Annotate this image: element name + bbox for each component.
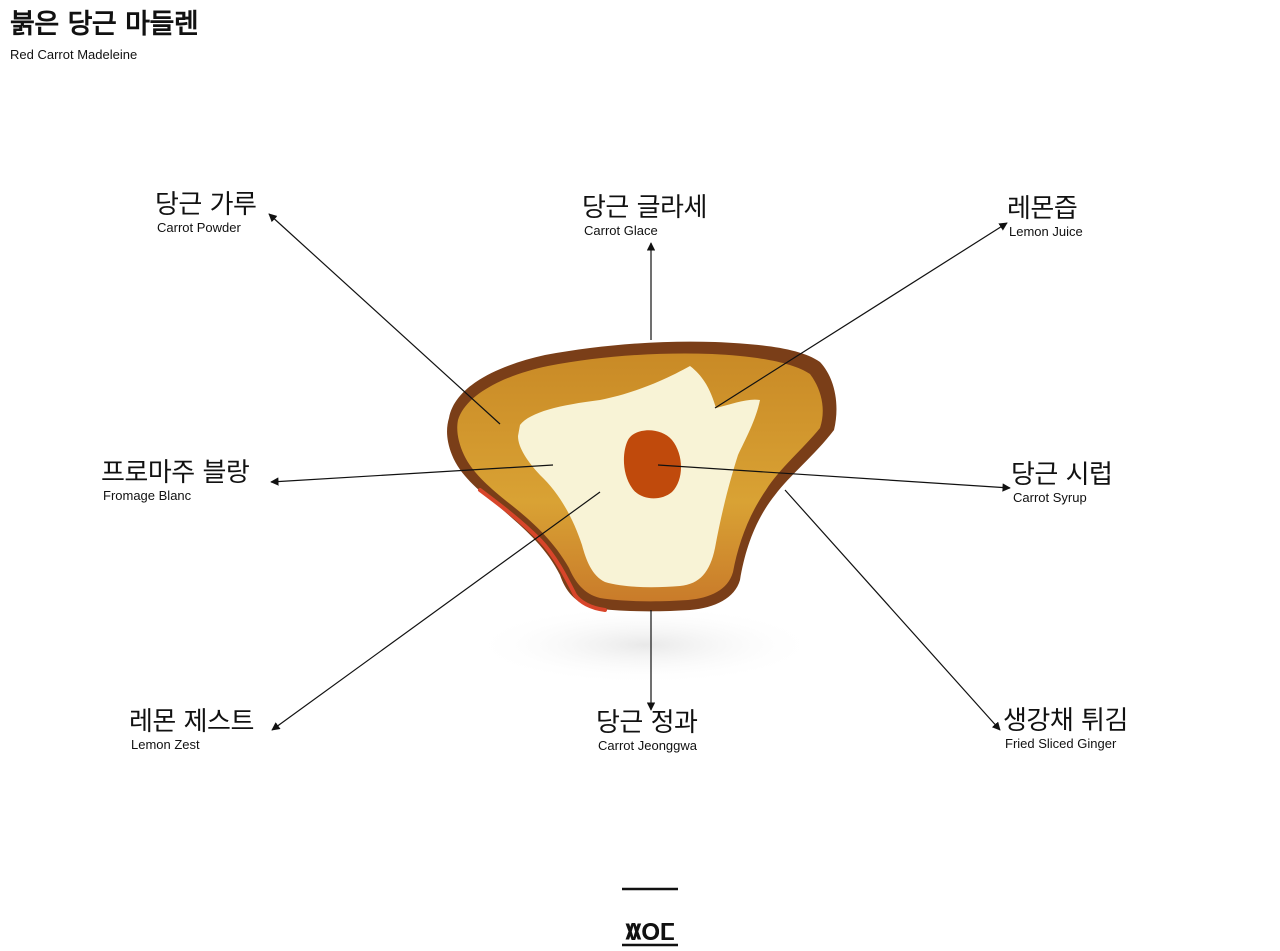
label-fromage-blanc-ko: 프로마주 블랑 xyxy=(101,458,250,488)
leader-lines xyxy=(268,213,1011,731)
label-fried-ginger-ko: 생강채 튀김 xyxy=(1003,706,1128,736)
label-carrot-syrup-en: Carrot Syrup xyxy=(1013,490,1087,505)
label-carrot-jeonggwa: 당근 정과 Carrot Jeonggwa xyxy=(596,708,698,754)
label-carrot-jeonggwa-en: Carrot Jeonggwa xyxy=(598,738,697,753)
label-lemon-zest-ko: 레몬 제스트 xyxy=(129,707,254,737)
shadow xyxy=(470,605,820,685)
vol-logo: VOL VOL xyxy=(622,887,678,947)
label-carrot-powder-en: Carrot Powder xyxy=(157,220,241,235)
leader-carrot-syrup xyxy=(657,464,1011,492)
label-carrot-syrup: 당근 시럽 Carrot Syrup xyxy=(1011,460,1113,506)
label-lemon-juice-ko: 레몬즙 xyxy=(1007,194,1078,224)
leader-lemon-zest xyxy=(271,491,601,731)
page-title: 붉은 당근 마들렌 xyxy=(10,9,199,40)
label-carrot-powder: 당근 가루 Carrot Powder xyxy=(155,190,257,236)
label-lemon-juice: 레몬즙 Lemon Juice xyxy=(1007,194,1083,240)
label-carrot-jeonggwa-ko: 당근 정과 xyxy=(596,708,698,738)
red-edge xyxy=(478,488,607,612)
title-block: 붉은 당근 마들렌 Red Carrot Madeleine xyxy=(10,8,199,64)
leader-fromage-blanc xyxy=(270,464,554,486)
leader-carrot-powder xyxy=(268,213,501,425)
label-lemon-juice-en: Lemon Juice xyxy=(1009,224,1083,239)
logo-bottom-text: VOL xyxy=(625,919,674,946)
label-carrot-powder-ko: 당근 가루 xyxy=(155,190,257,220)
leader-fried-ginger xyxy=(784,489,1001,731)
label-carrot-glace: 당근 글라세 Carrot Glace xyxy=(582,193,707,239)
label-fried-ginger-en: Fried Sliced Ginger xyxy=(1005,736,1117,751)
label-fromage-blanc: 프로마주 블랑 Fromage Blanc xyxy=(101,458,250,504)
madeleine-illustration xyxy=(447,341,837,612)
carrot-center xyxy=(623,430,681,499)
leader-lemon-juice xyxy=(714,222,1008,409)
page-subtitle: Red Carrot Madeleine xyxy=(10,47,138,62)
logo-top-text: VOL xyxy=(625,917,674,944)
label-lemon-zest: 레몬 제스트 Lemon Zest xyxy=(129,707,254,753)
label-fromage-blanc-en: Fromage Blanc xyxy=(103,488,192,503)
label-lemon-zest-en: Lemon Zest xyxy=(131,737,200,752)
label-carrot-syrup-ko: 당근 시럽 xyxy=(1011,460,1113,490)
label-carrot-glace-ko: 당근 글라세 xyxy=(582,193,707,223)
label-carrot-glace-en: Carrot Glace xyxy=(584,223,658,238)
label-fried-ginger: 생강채 튀김 Fried Sliced Ginger xyxy=(1003,706,1128,752)
